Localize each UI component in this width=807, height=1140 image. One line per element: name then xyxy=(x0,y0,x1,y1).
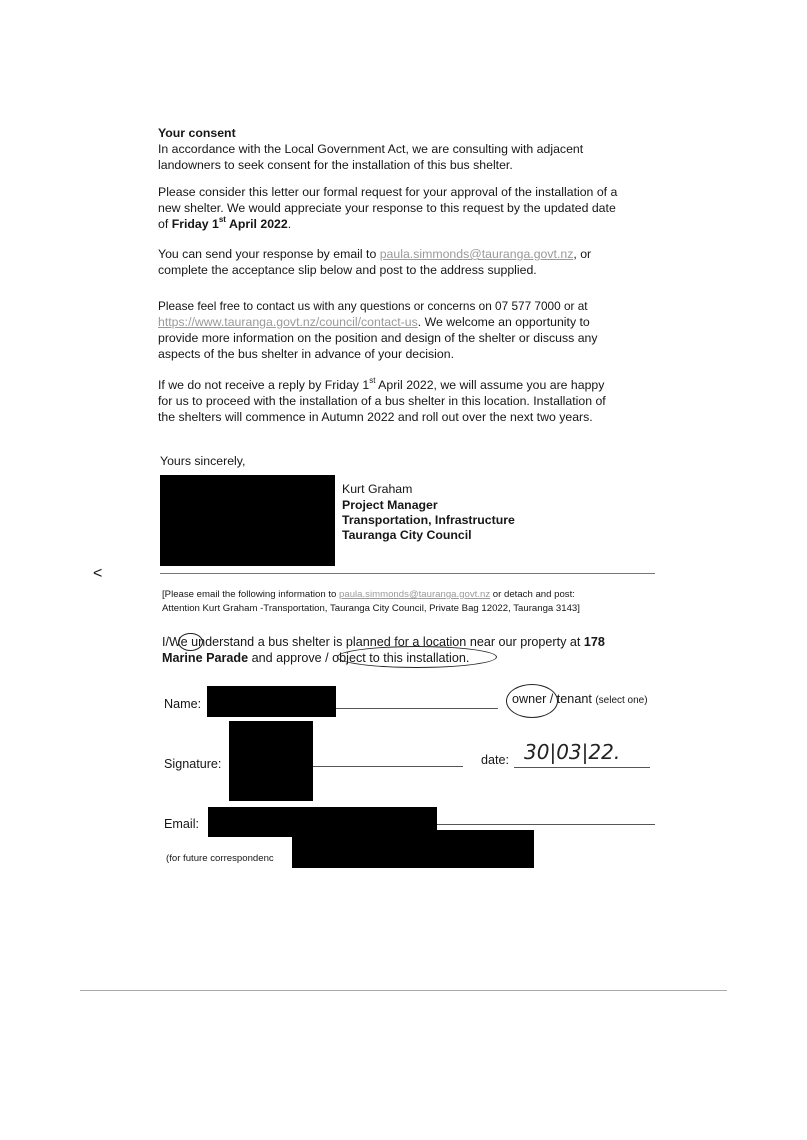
closing-text: Yours sincerely, xyxy=(160,454,246,468)
contact-url-link[interactable]: https://www.tauranga.govt.nz/council/con… xyxy=(158,315,418,329)
signatory-name: Kurt Graham xyxy=(342,482,413,496)
owner-circle-mark xyxy=(506,684,558,718)
deadline-date: Friday 1st April 2022 xyxy=(171,214,288,231)
handwritten-date: 30|03|22. xyxy=(524,740,621,764)
paragraph-line: for us to proceed with the installation … xyxy=(158,394,606,408)
page-bottom-edge xyxy=(80,990,727,991)
paragraph-line: of Friday 1st April 2022. xyxy=(158,214,292,231)
signatory-role: Project Manager xyxy=(342,498,438,512)
detach-line xyxy=(160,573,655,574)
redacted-signature xyxy=(229,721,313,801)
redacted-signature-block xyxy=(160,475,335,566)
paragraph-line: new shelter. We would appreciate your re… xyxy=(158,201,616,215)
paragraph-line: aspects of the bus shelter in advance of… xyxy=(158,347,454,361)
email-label: Email: xyxy=(164,817,199,831)
slip-email-link[interactable]: paula.simmonds@tauranga.govt.nz xyxy=(339,589,491,600)
paragraph-line: Please consider this letter our formal r… xyxy=(158,185,618,199)
paragraph-line: landowners to seek consent for the insta… xyxy=(158,158,513,172)
signatory-department: Transportation, Infrastructure xyxy=(342,513,515,527)
slip-instruction-line: [Please email the following information … xyxy=(162,589,575,600)
object-circle-mark xyxy=(337,646,497,668)
paragraph-line: If we do not receive a reply by Friday 1… xyxy=(158,375,605,392)
name-label: Name: xyxy=(164,697,202,711)
paragraph-line: Please feel free to contact us with any … xyxy=(158,299,588,313)
section-heading: Your consent xyxy=(158,126,236,140)
paragraph-line: the shelters will commence in Autumn 202… xyxy=(158,410,593,424)
date-label: date: xyxy=(481,753,510,767)
slip-instruction-line: Attention Kurt Graham -Transportation, T… xyxy=(162,603,580,614)
paragraph-line: You can send your response by email to p… xyxy=(158,247,592,261)
margin-mark: < xyxy=(93,565,103,582)
signatory-organisation: Tauranga City Council xyxy=(342,528,472,542)
redacted-correspondence xyxy=(292,830,534,868)
email-link[interactable]: paula.simmonds@tauranga.govt.nz xyxy=(379,247,574,261)
signature-label: Signature: xyxy=(164,757,222,771)
paragraph-line: https://www.tauranga.govt.nz/council/con… xyxy=(158,315,590,329)
date-field-line[interactable] xyxy=(514,767,650,768)
email-field-line[interactable] xyxy=(437,824,655,825)
paragraph-line: In accordance with the Local Government … xyxy=(158,142,584,156)
future-correspondence-note: (for future correspondenc xyxy=(166,853,274,864)
name-field-line[interactable] xyxy=(336,708,498,709)
signature-field-line[interactable] xyxy=(313,766,463,767)
redacted-name xyxy=(207,686,336,717)
iwe-circle-mark xyxy=(178,633,203,651)
paragraph-line: provide more information on the position… xyxy=(158,331,598,345)
paragraph-line: complete the acceptance slip below and p… xyxy=(158,263,537,277)
